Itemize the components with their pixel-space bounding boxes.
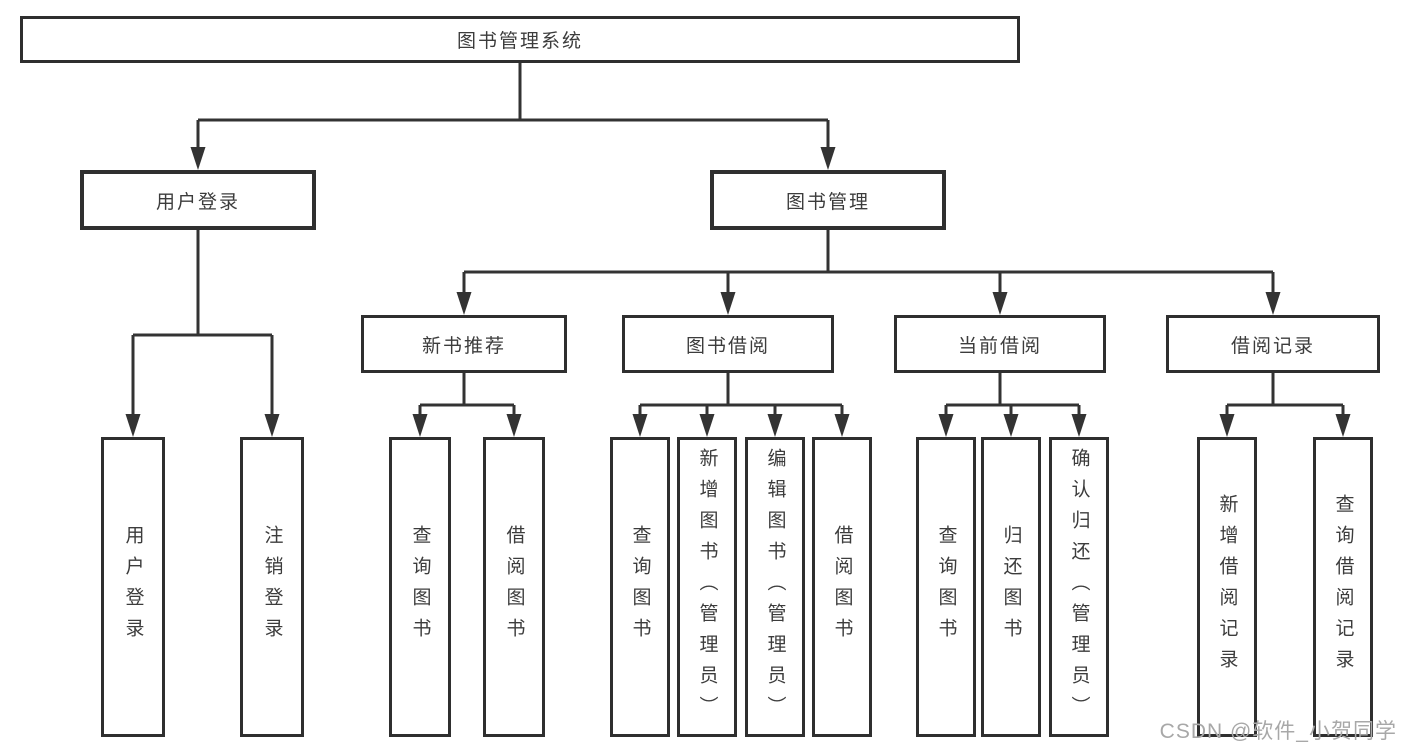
leaf-return-books: 归还图书 (981, 437, 1041, 737)
leaf-label: 查询图书 (409, 525, 431, 649)
leaf-user-login: 用户登录 (101, 437, 165, 737)
leaf-edit-book-admin: 编辑图书（管理员） (745, 437, 805, 737)
leaf-borrow-books-recommend: 借阅图书 (483, 437, 545, 737)
leaf-query-books-current: 查询图书 (916, 437, 976, 737)
leaf-borrow-books-borrowing: 借阅图书 (812, 437, 872, 737)
leaf-label: 查询图书 (935, 525, 957, 649)
leaf-label: 归还图书 (1000, 525, 1022, 649)
leaf-add-borrow-record: 新增借阅记录 (1197, 437, 1257, 737)
csdn-watermark: CSDN @软件_小贺同学 (1159, 720, 1397, 743)
leaf-label: 注销登录 (261, 525, 283, 649)
leaf-logout-login: 注销登录 (240, 437, 304, 737)
leaf-add-book-admin: 新增图书（管理员） (677, 437, 737, 737)
leaf-label: 借阅图书 (831, 525, 853, 649)
leaf-label: 查询借阅记录 (1332, 494, 1354, 680)
node-book-borrowing: 图书借阅 (622, 315, 834, 373)
leaf-query-borrow-record: 查询借阅记录 (1313, 437, 1373, 737)
leaf-confirm-return-admin: 确认归还（管理员） (1049, 437, 1109, 737)
node-book-management: 图书管理 (710, 170, 946, 230)
leaf-label: 编辑图书（管理员） (764, 447, 786, 727)
leaf-label: 用户登录 (122, 525, 144, 649)
leaf-label: 新增图书（管理员） (696, 447, 718, 727)
node-borrowing-records: 借阅记录 (1166, 315, 1380, 373)
node-user-login: 用户登录 (80, 170, 316, 230)
leaf-label: 新增借阅记录 (1216, 494, 1238, 680)
leaf-label: 确认归还（管理员） (1068, 447, 1090, 727)
node-new-book-recommendation: 新书推荐 (361, 315, 567, 373)
node-current-borrowing: 当前借阅 (894, 315, 1106, 373)
leaf-label: 借阅图书 (503, 525, 525, 649)
leaf-label: 查询图书 (629, 525, 651, 649)
node-library-system: 图书管理系统 (20, 16, 1020, 63)
leaf-query-books-recommend: 查询图书 (389, 437, 451, 737)
leaf-query-books-borrowing: 查询图书 (610, 437, 670, 737)
